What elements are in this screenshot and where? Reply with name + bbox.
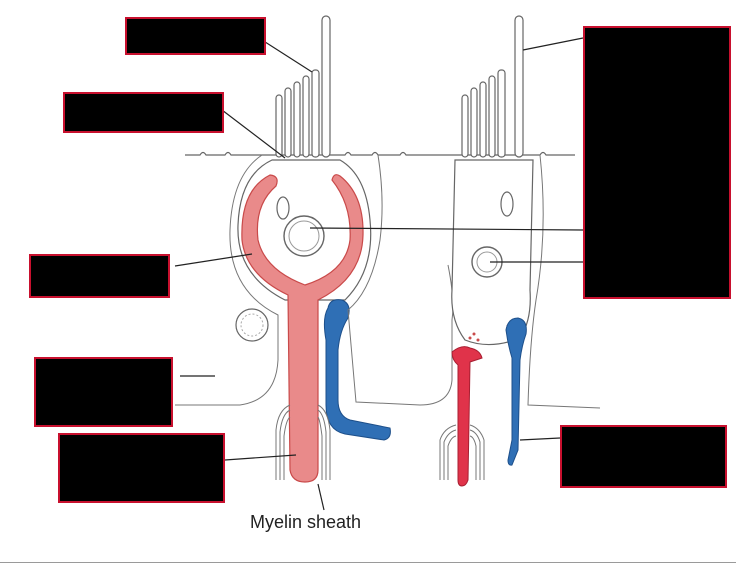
left-efferent-ending [323, 299, 391, 441]
type-1-hair-cell [235, 15, 391, 483]
left-myelin-sheath [275, 404, 331, 480]
redacted-label-kinocilium [125, 17, 266, 55]
leader-lines [174, 37, 584, 511]
right-myelin-sheath [439, 424, 485, 480]
myelin-sheath-label: Myelin sheath [250, 512, 362, 532]
redacted-label-supporting-cell [34, 357, 173, 427]
type-2-hair-cell [439, 15, 601, 487]
redacted-label-efferent-fiber [560, 425, 727, 488]
right-kinocilium [514, 15, 524, 158]
bottom-divider [0, 562, 736, 563]
left-organelle [276, 196, 290, 220]
redacted-label-afferent-fiber [58, 433, 225, 503]
left-afferent-calyx [241, 174, 364, 483]
redacted-label-stereocilia [63, 92, 224, 133]
right-supporting-outline [527, 154, 601, 409]
right-efferent-ending [505, 317, 527, 466]
redacted-label-right-group [583, 26, 731, 299]
right-organelle [500, 191, 514, 217]
right-afferent-ending [451, 346, 483, 487]
redacted-label-calyx [29, 254, 170, 298]
left-kinocilium [321, 15, 331, 158]
left-stereocilia [275, 69, 320, 158]
right-stereocilia [461, 69, 506, 158]
left-nucleus [283, 215, 325, 257]
